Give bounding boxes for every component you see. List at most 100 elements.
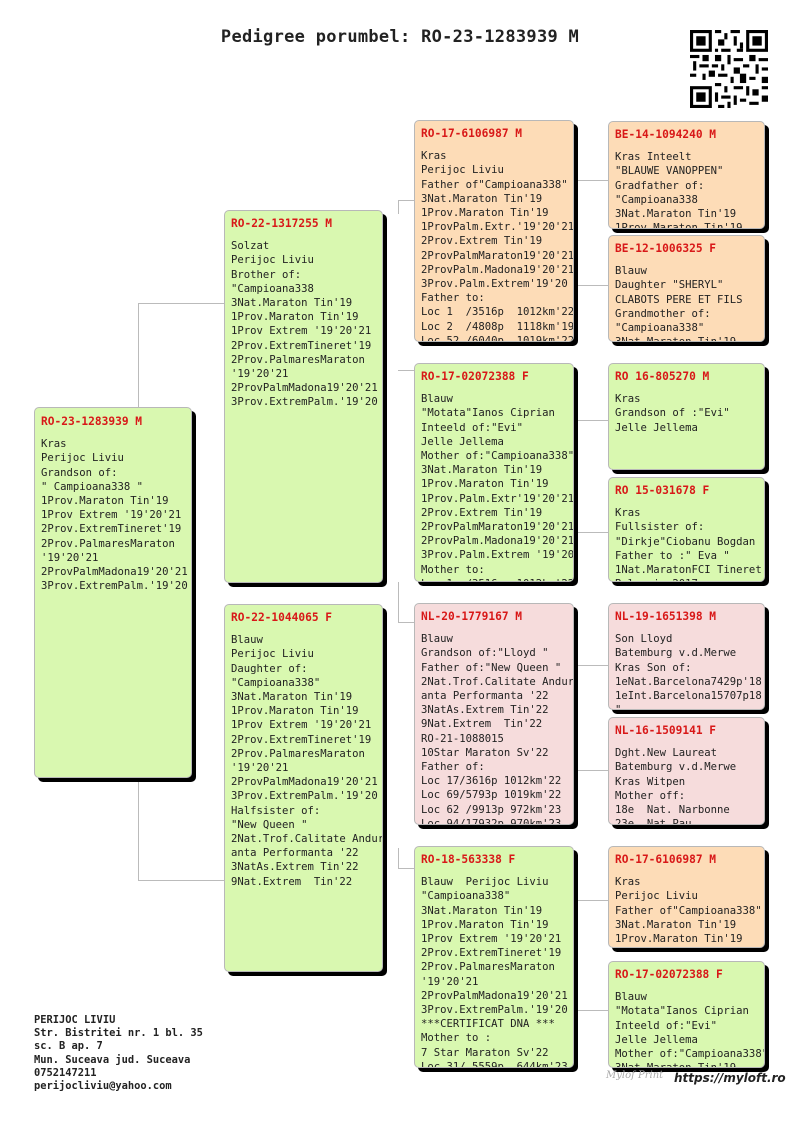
pedigree-line: 1Prov Extrem '19'20'21 <box>231 325 372 338</box>
pedigree-line: Balcanic 2017 <box>615 577 759 581</box>
pedigree-line: 1eInt.Barcelona15707p18 <box>615 690 762 703</box>
pedigree-line: Blauw <box>231 634 263 647</box>
pedigree-line: 3Prov.Palm.Extrem '19'20 <box>421 549 574 562</box>
pedigree-line: 2Prov.PalmaresMaraton <box>231 353 365 366</box>
ring-number: RO-17-02072388 F <box>615 968 723 981</box>
pedigree-line: "Campioana338 <box>231 282 314 295</box>
pedigree-line: Perijoc Liviu <box>231 648 314 661</box>
pedigree-line: 2Nat.Trof.Calitate Andur <box>421 675 574 688</box>
pedigree-line: "Campioana338" <box>421 890 511 903</box>
pedigree-line: 1Prov Extrem '19'20'21 <box>231 719 372 732</box>
pedigree-line: 3Prov.Palm.Extrem'19'20 <box>421 278 568 291</box>
ring-number: BE-14-1094240 M <box>615 128 717 141</box>
pedigree-line: 1ProvPalm.Extr.'19'20'21 <box>421 221 574 234</box>
pedigree-line: Loc 31/ 5559p 644km'23 <box>421 1060 568 1068</box>
pedigree-line: 3Nat.Maraton Tin'19 <box>421 904 543 917</box>
owner-name: PERIJOC LIVIU <box>34 1014 116 1026</box>
pedigree-line: Halfsister of: <box>231 804 321 817</box>
pedigree-line: Dght.New Laureat <box>615 747 718 760</box>
pedigree-line: 1Prov Extrem '19'20'21 <box>41 509 182 522</box>
pedigree-line: 1eNat.Barcelona7429p'18 <box>615 675 762 688</box>
owner-city: Mun. Suceava jud. Suceava <box>34 1053 191 1066</box>
pedigree-line: Kras Son of: <box>615 661 692 674</box>
pedigree-line: Kras <box>615 876 641 889</box>
pedigree-line: "Campioana338" <box>615 322 705 335</box>
pedigree-line: 2Nat.Trof.Calitate Andur <box>231 833 383 846</box>
ring-number: RO-17-6106987 M <box>615 853 717 866</box>
pedigree-line: Mother to: <box>421 563 485 576</box>
owner-address: PERIJOC LIVIU Str. Bistritei nr. 1 bl. 3… <box>34 1014 203 1093</box>
ring-number: RO 16-805270 M <box>615 370 710 383</box>
pedigree-line: Grandson of:"Lloyd " <box>421 647 549 660</box>
pedigree-line: 3Nat.Maraton Tin'19 <box>615 335 759 341</box>
pedigree-line: Gradfather of: <box>615 179 705 192</box>
pedigree-line: 2Prov.PalmaresMaraton <box>41 537 175 550</box>
pedigree-line: Grandson of :"Evi" <box>615 407 730 420</box>
ddd-card: RO-17-02072388 F Blauw"Motata"Ianos Cipr… <box>608 961 765 1068</box>
pedigree-line: Jelle Jellema <box>615 421 698 434</box>
pedigree-line: 2ProvPalmMadona19'20'21 <box>231 382 378 395</box>
pedigree-line: Blauw <box>615 991 647 1004</box>
pedigree-line: Blauw <box>615 265 647 278</box>
ring-number: NL-16-1509141 F <box>615 724 717 737</box>
pedigree-line: Kras <box>615 393 641 406</box>
pedigree-line: 1Prov.Maraton Tin'19 <box>421 918 549 931</box>
dam-dam-card: RO-18-563338 F Blauw Perijoc Liviu"Campi… <box>414 846 574 1068</box>
pedigree-line: Inteeld of:"Evi" <box>421 421 524 434</box>
qr-code-icon <box>690 30 768 108</box>
pedigree-line: 9Nat.Extrem Tin'22 <box>231 875 353 888</box>
website-link[interactable]: https://myloft.ro <box>674 1071 786 1085</box>
pedigree-line: 10Star Maraton Sv'22 <box>421 746 549 759</box>
pedigree-line: 3Prov.ExtremPalm.'19'20 <box>421 1004 568 1017</box>
pedigree-line: 2ProvPalmMaraton19'20'21 <box>421 249 574 262</box>
pedigree-line: 3Prov.ExtremPalm.'19'20 <box>231 790 378 803</box>
page-title: Pedigree porumbel: RO-23-1283939 M <box>220 27 580 47</box>
pedigree-line: 2Prov.ExtremTineret'19 <box>41 523 182 536</box>
pedigree-line: 1Prov.Maraton Tin'19 <box>421 478 549 491</box>
pedigree-line: 1Prov Extrem '19'20'21 <box>421 933 562 946</box>
pedigree-line: Blauw <box>421 393 453 406</box>
pedigree-line: Loc 69/5793p 1019km'22 <box>421 789 562 802</box>
pedigree-line: 2ProvPalmMadona19'20'21 <box>41 566 188 579</box>
pedigree-line: 2Prov.Extrem Tin'19 <box>421 506 543 519</box>
pedigree-line: " Campioana338 " <box>41 480 144 493</box>
ring-number: RO 15-031678 F <box>615 484 710 497</box>
pedigree-line: "Motata"Ianos Ciprian <box>615 1005 749 1018</box>
pedigree-line: 7 Star Maraton Sv'22 <box>421 1046 549 1059</box>
pedigree-line: Kras Witpen <box>615 775 686 788</box>
pedigree-line: 1Prov.Maraton Tin'19 <box>615 222 743 229</box>
pedigree-line: 2Prov.ExtremTineret'19 <box>231 733 372 746</box>
pedigree-line: 3NatAs.Extrem Tin'22 <box>421 704 549 717</box>
pedigree-line: Loc 52 /6040p 1019km'22 <box>421 334 574 342</box>
owner-email: perijocliviu@yahoo.com <box>34 1080 172 1093</box>
pedigree-line: Kras <box>41 438 67 451</box>
pedigree-line: 2ProvPalm.Madona19'20'21 <box>421 535 574 548</box>
pedigree-line: Kras <box>421 150 447 163</box>
pedigree-line: "Campioana338 <box>615 193 698 206</box>
pedigree-line: 3Nat.Maraton Tin'19 <box>421 464 543 477</box>
ring-number: RO-23-1283939 M <box>41 415 143 428</box>
owner-street: Str. Bistritei nr. 1 bl. 35 <box>34 1027 203 1040</box>
pedigree-line: 2Prov.Extrem Tin'19 <box>421 235 543 248</box>
sire-dam-card: RO-17-02072388 F Blauw"Motata"Ianos Cipr… <box>414 363 574 582</box>
pedigree-line: Blauw Perijoc Liviu <box>421 876 549 889</box>
pedigree-line: ***CERTIFICAT DNA *** <box>421 1018 555 1031</box>
pedigree-lines: Kras Inteelt"BLAUWE VANOPPEN"Gradfather … <box>615 150 759 229</box>
pedigree-line: "Motata"Ianos Ciprian <box>421 407 555 420</box>
pedigree-line: 2ProvPalmMadona19'20'21 <box>231 776 378 789</box>
pedigree-line: '19'20'21 <box>231 762 289 775</box>
pedigree-line: Brother of: <box>231 268 302 281</box>
pedigree-line: Loc 1 /3516p 1012km'22 <box>421 577 573 581</box>
signature: Mylof Print <box>606 1070 664 1081</box>
pedigree-line: Father to :" Eva " <box>615 549 730 562</box>
pedigree-line: Jelle Jellema <box>615 1033 698 1046</box>
